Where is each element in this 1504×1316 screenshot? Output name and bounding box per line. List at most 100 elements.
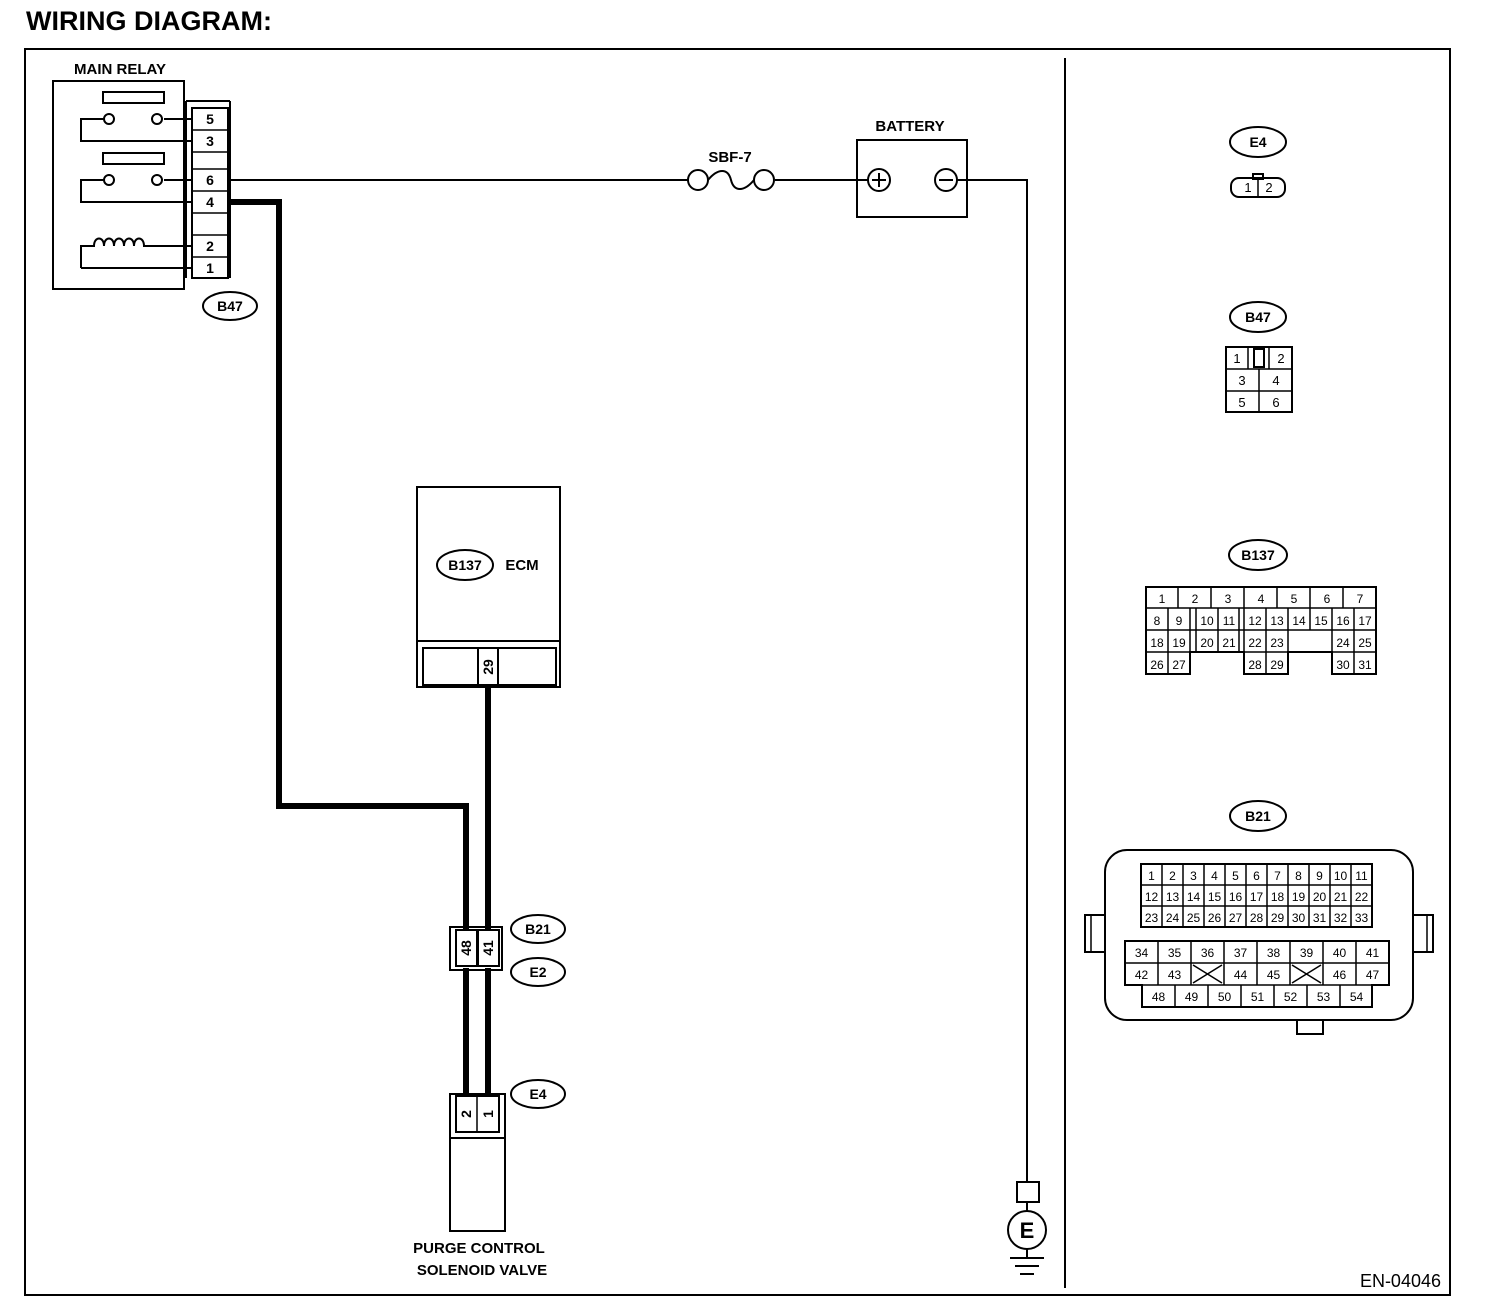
b137-pin-25: 25 [1358, 636, 1372, 650]
b21-pin-44: 44 [1234, 968, 1248, 982]
b137-pin-3: 3 [1225, 592, 1232, 606]
view-b47-pin-5: 5 [1238, 395, 1245, 410]
diagram-frame [24, 48, 1451, 1296]
view-e4-pin-1: 1 [1244, 180, 1251, 195]
b21-pin-52: 52 [1284, 990, 1298, 1004]
b137-pin-10: 10 [1200, 614, 1214, 628]
battery: BATTERY [856, 118, 968, 218]
b137-pin-4: 4 [1258, 592, 1265, 606]
b21-pin-19: 19 [1292, 890, 1306, 904]
purge-control-solenoid-valve: 2 1 E4 PURGE CONTROL SOLENOID VALVE [413, 1079, 566, 1279]
b21-pin-37: 37 [1234, 946, 1248, 960]
b21-pin-49: 49 [1185, 990, 1199, 1004]
b21-pin-2: 2 [1169, 869, 1176, 883]
view-b47-tag: B47 [1245, 309, 1271, 325]
view-b137-tag: B137 [1241, 547, 1275, 563]
b21-pin-17: 17 [1250, 890, 1264, 904]
relay-pin-6: 6 [206, 172, 214, 188]
b21-pin-20: 20 [1313, 890, 1327, 904]
b21-pin-10: 10 [1334, 869, 1348, 883]
b21-pin-34: 34 [1135, 946, 1149, 960]
b21-pin-26: 26 [1208, 911, 1222, 925]
b21-pin-41: 41 [1366, 946, 1380, 960]
b137-pin-29: 29 [1270, 658, 1284, 672]
ground-label: E [1020, 1218, 1035, 1243]
valve-pin-1: 1 [480, 1110, 496, 1118]
b21-pin-47: 47 [1366, 968, 1380, 982]
b21-pin-3: 3 [1190, 869, 1197, 883]
b21-pin-1: 1 [1148, 869, 1155, 883]
b21-pin-36: 36 [1201, 946, 1215, 960]
b137-pin-31: 31 [1358, 658, 1372, 672]
b137-pin-1: 1 [1159, 592, 1166, 606]
relay-switch-upper [80, 91, 192, 142]
b137-pin-30: 30 [1336, 658, 1350, 672]
figure-code: EN-04046 [1360, 1271, 1441, 1291]
relay-pin-1: 1 [206, 260, 214, 276]
b21-pin-51: 51 [1251, 990, 1265, 1004]
b21-pin-23: 23 [1145, 911, 1159, 925]
b137-pin-24: 24 [1336, 636, 1350, 650]
b21-pin-8: 8 [1295, 869, 1302, 883]
fuse-label: SBF-7 [708, 149, 751, 166]
b137-pin-5: 5 [1291, 592, 1298, 606]
relay-pin-3: 3 [206, 133, 214, 149]
ecm-connector-tag-text: B137 [448, 557, 482, 573]
b21-pin-27: 27 [1229, 911, 1243, 925]
b21-pin-46: 46 [1333, 968, 1347, 982]
b137-pin-14: 14 [1292, 614, 1306, 628]
b21-pin-9: 9 [1316, 869, 1323, 883]
junction-pin-48: 48 [458, 940, 474, 956]
b21-pin-31: 31 [1313, 911, 1327, 925]
valve-connector-tag-text: E4 [529, 1086, 546, 1102]
b21-pin-24: 24 [1166, 911, 1180, 925]
connector-view-b47: B47 1 2 3 4 5 6 [1225, 301, 1293, 413]
b21-pin-29: 29 [1271, 911, 1285, 925]
b21-pin-5: 5 [1232, 869, 1239, 883]
b21-pin-45: 45 [1267, 968, 1281, 982]
b137-pin-12: 12 [1248, 614, 1262, 628]
view-b47-pin-1: 1 [1233, 351, 1240, 366]
b21-pin-39: 39 [1300, 946, 1314, 960]
junction-tag-b21-text: B21 [525, 921, 551, 937]
relay-connector-tag [202, 291, 258, 321]
ground-symbol: E [1007, 1181, 1047, 1275]
b137-pin-19: 19 [1172, 636, 1186, 650]
relay-coil [80, 237, 192, 269]
valve-connector-tag [510, 1079, 566, 1109]
b137-pin-26: 26 [1150, 658, 1164, 672]
b21-pin-12: 12 [1145, 890, 1159, 904]
b21-pin-18: 18 [1271, 890, 1285, 904]
b137-pin-13: 13 [1270, 614, 1284, 628]
b21-pin-7: 7 [1274, 869, 1281, 883]
b137-pin-9: 9 [1176, 614, 1183, 628]
view-b21-tag: B21 [1245, 808, 1271, 824]
b21-pin-35: 35 [1168, 946, 1182, 960]
b137-pin-18: 18 [1150, 636, 1164, 650]
view-e4-pin-2: 2 [1265, 180, 1272, 195]
view-e4-tag: E4 [1249, 134, 1266, 150]
junction-pin-41: 41 [480, 940, 496, 956]
b21-pin-30: 30 [1292, 911, 1306, 925]
wiring [230, 179, 1028, 1182]
b21-pin-16: 16 [1229, 890, 1243, 904]
wire-relay-to-junction [230, 199, 469, 930]
battery-label: BATTERY [875, 118, 944, 135]
b137-pin-7: 7 [1357, 592, 1364, 606]
b21-pin-6: 6 [1253, 869, 1260, 883]
view-b47-pin-4: 4 [1272, 373, 1279, 388]
b21-pin-40: 40 [1333, 946, 1347, 960]
wire-battery-to-ground [957, 179, 1028, 1182]
view-b47-pin-3: 3 [1238, 373, 1245, 388]
b137-pin-16: 16 [1336, 614, 1350, 628]
b21-pin-43: 43 [1168, 968, 1182, 982]
ecm: 29 B137 ECM [416, 486, 561, 688]
relay-connector-tag-text: B47 [217, 298, 243, 314]
main-relay: MAIN RELAY 5 3 6 4 2 1 [52, 61, 258, 321]
b137-pin-6: 6 [1324, 592, 1331, 606]
page-title: WIRING DIAGRAM: [26, 6, 272, 36]
ecm-label: ECM [505, 557, 538, 574]
valve-label-line2: SOLENOID VALVE [417, 1262, 547, 1279]
connector-view-e4: E4 1 2 [1229, 126, 1287, 198]
